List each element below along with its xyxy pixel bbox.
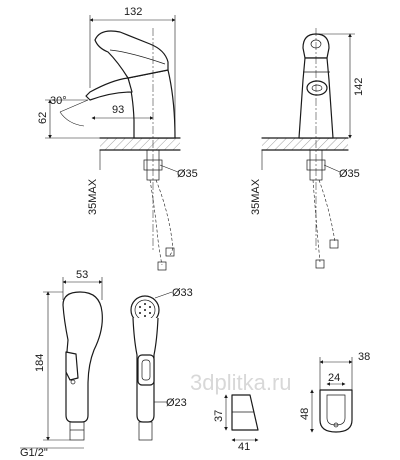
side-aerator-inner [311,84,323,92]
dim-text-41: 41 [238,441,250,453]
holder-screw [333,422,339,428]
shower-head-front-view: Ø33 Ø23 [130,287,193,441]
hose-fitting-left [157,261,167,271]
dim-text-d33: Ø33 [172,287,193,299]
holder-front-body [319,389,353,433]
dim-text-62: 62 [37,112,49,124]
shower-trigger [65,351,79,381]
dim-text-184: 184 [34,354,46,372]
dim-text-53: 53 [76,269,88,281]
dim-text-38: 38 [358,351,370,363]
side-hose-fitting-a [315,259,325,269]
dim-text-35max-front: 35MAX [87,178,99,215]
side-countertop-hatch [262,138,348,150]
dim-text-35max-side: 35MAX [250,178,262,215]
dim-text-37: 37 [213,410,225,422]
watermark: 3dplitka.ru [190,370,292,395]
dim-text-48: 48 [299,408,311,420]
dim-text-d23: Ø23 [166,397,187,409]
dim-text-d35-side: Ø35 [339,168,360,180]
faucet-side-view: 142 Ø35 35MAX [250,28,365,269]
dim-text-142: 142 [353,78,365,96]
side-nut [306,159,326,171]
hose-left [149,179,163,266]
handle-edge [109,49,166,65]
leader-d33 [154,291,173,299]
holder-front-slot [326,394,346,426]
holder-front-view: 38 24 48 [299,351,370,433]
dim-text-30-deg: 30° [50,95,67,107]
holder-side-body [231,394,259,431]
side-hose-b [318,179,336,243]
holder-side-view: 37 41 [213,394,259,453]
faucet-shank [146,149,160,181]
faucet-front-view: 132 93 62 30° Ø35 35MAX [37,6,198,271]
leader-d35-front [159,164,179,173]
shower-connector-side [69,421,85,441]
side-aerator [306,80,328,96]
dim-text-93: 93 [112,104,124,116]
dim-text-thread: G1/2" [20,447,48,459]
angle-ray [59,99,89,113]
side-hose-a [312,179,321,263]
dim-text-132: 132 [124,6,142,18]
faucet-nut [143,159,163,171]
leader-d35-side [323,164,341,173]
dim-text-24: 24 [328,372,340,384]
shower-button-inner [141,359,151,381]
spray-holes [139,303,151,317]
hose-right [155,179,173,256]
trigger-pivot [70,379,76,385]
shower-button-front [137,354,155,386]
shower-connector-front [138,421,153,441]
side-shank [309,149,323,181]
dim-text-d35-front: Ø35 [177,168,198,180]
faucet-spout [85,77,133,101]
angle-arc [59,111,85,127]
countertop-hatch [100,138,180,150]
shower-head-side-view: 53 184 G1/2" [20,269,103,459]
side-hose-fitting-b [329,239,339,249]
hose-fitting-right [165,247,175,257]
faucet-handle [94,30,169,79]
faucet-body [127,69,176,139]
